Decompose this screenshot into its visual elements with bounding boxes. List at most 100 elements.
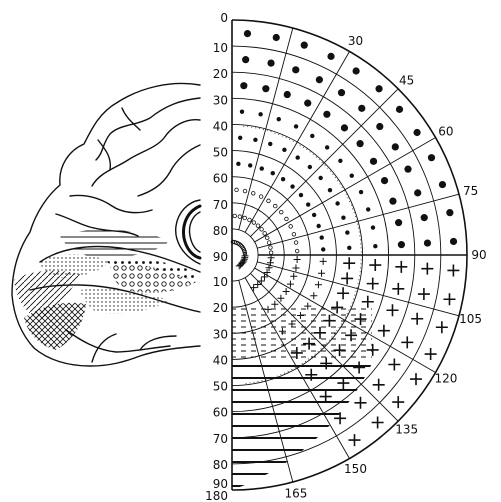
field-dot <box>296 155 300 159</box>
meridian-spoke <box>245 51 349 232</box>
meridian-angle-label: 75 <box>463 184 478 198</box>
field-ring <box>243 189 247 193</box>
field-ring <box>267 199 271 203</box>
field-ring <box>235 188 239 192</box>
field-dot <box>373 244 377 248</box>
field-cross <box>369 259 381 271</box>
meridian-angle-label: 30 <box>348 34 363 48</box>
field-dot <box>320 235 324 239</box>
field-dot <box>282 148 286 152</box>
gyrus-line <box>138 145 200 196</box>
field-cross <box>421 263 433 275</box>
eccentricity-label: 50 <box>213 146 228 160</box>
field-dot <box>306 202 310 206</box>
field-dot-large <box>446 209 453 216</box>
field-dot <box>359 190 363 194</box>
field-dot-large <box>396 106 403 113</box>
field-cross <box>354 397 366 409</box>
field-dot-large <box>421 214 428 221</box>
field-dot-large <box>273 34 280 41</box>
cerebellum-outline <box>92 334 116 362</box>
field-dot <box>277 117 281 121</box>
field-ring <box>251 191 255 195</box>
field-dot-large <box>262 85 269 92</box>
field-dot-large <box>304 100 311 107</box>
ventricle-outline <box>189 212 200 252</box>
field-cross <box>343 257 355 269</box>
field-dot-large <box>450 238 457 245</box>
field-dot <box>290 184 294 188</box>
field-dot <box>316 224 320 228</box>
zone-hlines-thick <box>232 355 501 502</box>
field-dot-large <box>284 91 291 98</box>
field-dot <box>253 138 257 142</box>
field-dot-large <box>353 67 360 74</box>
field-cross <box>392 283 404 295</box>
field-cross <box>436 321 448 333</box>
field-ring <box>295 249 299 253</box>
meridian-angle-label: 165 <box>284 487 307 501</box>
field-dot <box>338 159 342 163</box>
gyrus-line <box>70 195 152 212</box>
field-ring <box>233 214 237 218</box>
field-dot <box>312 213 316 217</box>
field-ring <box>248 218 252 222</box>
field-dot-large <box>381 177 388 184</box>
field-cross <box>258 277 265 284</box>
field-dot <box>328 188 332 192</box>
field-dot <box>240 110 244 114</box>
field-cross <box>392 396 404 408</box>
field-dot-large <box>398 241 405 248</box>
eccentricity-label: 90 <box>213 250 228 264</box>
field-cross <box>287 281 294 288</box>
field-dot-large <box>327 53 334 60</box>
field-dot <box>236 162 240 166</box>
field-cross <box>341 272 353 284</box>
meridian-angle-label: 105 <box>459 312 482 326</box>
field-dot-large <box>370 158 377 165</box>
gyrus-line <box>96 98 200 160</box>
striate-cortex-shading <box>14 230 196 350</box>
field-dot-large <box>414 189 421 196</box>
field-dot-large <box>240 82 247 89</box>
field-dot <box>299 193 303 197</box>
field-dot <box>325 145 329 149</box>
field-cross <box>372 417 384 429</box>
field-cross <box>378 325 390 337</box>
field-ring <box>292 232 296 236</box>
field-dot-large <box>428 154 435 161</box>
field-cross <box>277 295 284 302</box>
field-dot-large <box>292 66 299 73</box>
cerebellum-outline <box>66 330 170 352</box>
field-ring <box>256 224 260 228</box>
meridian-angle-label: 45 <box>399 73 414 87</box>
field-dot <box>294 124 298 128</box>
field-dot <box>260 166 264 170</box>
field-cross <box>318 270 325 277</box>
field-cross <box>348 434 360 446</box>
visual-field-chart: 0102030405060708090102030405060708090180… <box>205 11 501 502</box>
field-cross <box>411 313 423 325</box>
field-dot <box>318 176 322 180</box>
field-dot <box>308 165 312 169</box>
field-dot-large <box>341 124 348 131</box>
field-dot-large <box>244 30 251 37</box>
meridian-180-label: 180 <box>205 489 228 502</box>
eccentricity-label: 60 <box>213 172 228 186</box>
field-dot <box>238 136 242 140</box>
eccentricity-label: 70 <box>213 198 228 212</box>
eccentricity-label: 20 <box>213 301 228 315</box>
field-ring <box>243 216 247 220</box>
eccentricity-label: 40 <box>213 119 228 133</box>
field-dot-large <box>267 59 274 66</box>
field-dot-large <box>404 166 411 173</box>
field-dot-large <box>424 239 431 246</box>
field-dot <box>345 230 349 234</box>
field-dot-large <box>323 111 330 118</box>
field-cross <box>425 348 437 360</box>
field-dot <box>341 216 345 220</box>
field-cross <box>367 278 379 290</box>
field-cross <box>443 293 455 305</box>
field-cross <box>386 304 398 316</box>
